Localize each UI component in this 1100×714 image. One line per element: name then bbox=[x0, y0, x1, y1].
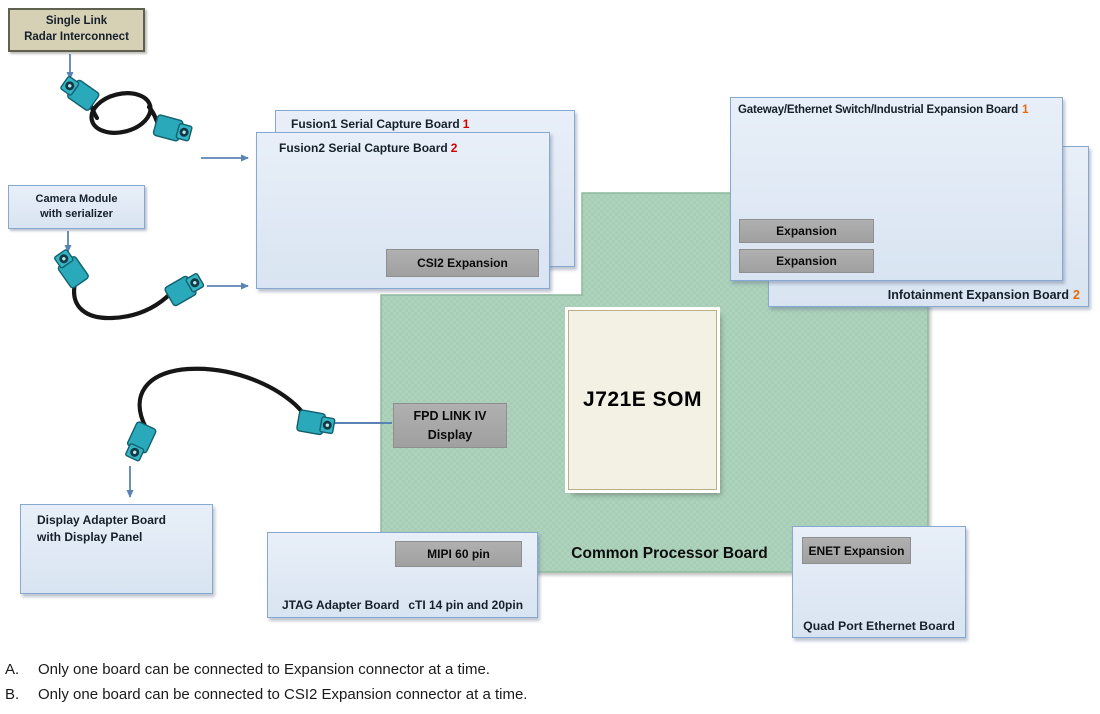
footnote-a: A. Only one board can be connected to Ex… bbox=[5, 661, 527, 678]
footnotes: A. Only one board can be connected to Ex… bbox=[5, 661, 527, 711]
radar-interconnect-box: Single Link Radar Interconnect bbox=[8, 8, 145, 52]
camera-module-line1: Camera Module bbox=[35, 192, 118, 205]
mipi-60pin-label: MIPI 60 pin bbox=[427, 547, 490, 561]
quad-port-title: Quad Port Ethernet Board bbox=[803, 619, 955, 633]
display-adapter-line1: Display Adapter Board bbox=[37, 513, 166, 527]
common-processor-board-label: Common Processor Board bbox=[571, 545, 768, 562]
mipi-60pin-connector: MIPI 60 pin bbox=[395, 541, 522, 567]
fusion1-number: 1 bbox=[462, 117, 470, 131]
fpd-link-line2: Display bbox=[427, 427, 473, 442]
fusion1-label: Fusion1 Serial Capture Board bbox=[291, 117, 460, 131]
infotainment-label: Infotainment Expansion Board bbox=[887, 288, 1070, 302]
expansion-top-label: Expansion bbox=[776, 224, 837, 238]
footnote-a-text: Only one board can be connected to Expan… bbox=[38, 661, 490, 678]
fpd-link-line1: FPD LINK IV bbox=[413, 408, 487, 423]
display-adapter-title: Display Adapter Board with Display Panel bbox=[21, 505, 212, 546]
infotainment-number: 2 bbox=[1073, 288, 1080, 302]
enet-expansion-connector: ENET Expansion bbox=[802, 537, 911, 564]
j721e-som-box: J721E SOM bbox=[568, 310, 717, 490]
fusion2-number: 2 bbox=[450, 141, 458, 155]
jtag-board-title: JTAG Adapter Board cTI 14 pin and 20pin bbox=[268, 598, 537, 612]
expansion-connector-top: Expansion bbox=[739, 219, 874, 243]
footnote-a-marker: A. bbox=[5, 661, 20, 678]
csi2-expansion-label: CSI2 Expansion bbox=[417, 256, 508, 270]
jtag-label-2: cTI 14 pin and 20pin bbox=[408, 598, 524, 612]
footnote-b-marker: B. bbox=[5, 686, 20, 703]
expansion-bottom-label: Expansion bbox=[776, 254, 837, 268]
gateway-label: Gateway/Ethernet Switch/Industrial Expan… bbox=[738, 104, 1019, 116]
quad-port-ethernet-board: ENET Expansion Quad Port Ethernet Board bbox=[792, 526, 966, 638]
camera-module-line2: with serializer bbox=[40, 208, 113, 220]
j721e-som-label: J721E SOM bbox=[583, 388, 702, 411]
fpd-link-display-connector: FPD LINK IV Display bbox=[393, 403, 507, 448]
jtag-label-1: JTAG Adapter Board bbox=[281, 598, 400, 612]
gateway-board-title: Gateway/Ethernet Switch/Industrial Expan… bbox=[731, 98, 1062, 116]
display-adapter-board: Display Adapter Board with Display Panel bbox=[20, 504, 213, 594]
display-adapter-line2: with Display Panel bbox=[37, 529, 143, 544]
jtag-adapter-board: MIPI 60 pin JTAG Adapter Board cTI 14 pin… bbox=[267, 532, 538, 618]
footnote-b: B. Only one board can be connected to CS… bbox=[5, 686, 527, 703]
gateway-board: Gateway/Ethernet Switch/Industrial Expan… bbox=[730, 97, 1063, 281]
expansion-connector-bottom: Expansion bbox=[739, 249, 874, 273]
camera-module-box: Camera Module with serializer bbox=[8, 185, 145, 229]
radar-interconnect-line2: Radar Interconnect bbox=[24, 31, 129, 43]
fusion2-label: Fusion2 Serial Capture Board bbox=[279, 141, 448, 155]
enet-expansion-label: ENET Expansion bbox=[808, 543, 905, 558]
csi2-expansion-connector: CSI2 Expansion bbox=[386, 249, 539, 277]
radar-interconnect-line1: Single Link bbox=[45, 15, 108, 28]
footnote-b-text: Only one board can be connected to CSI2 … bbox=[38, 686, 528, 703]
gateway-number: 1 bbox=[1022, 104, 1029, 116]
